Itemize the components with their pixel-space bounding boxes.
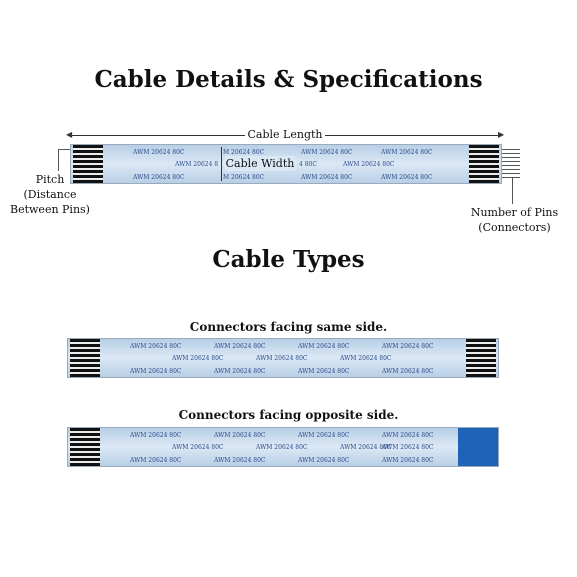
- number-of-pins-label: Number of Pins (Connectors): [462, 205, 567, 235]
- spec-cable: AWM 20624 80C M 20624 80C AWM 20624 80C …: [70, 144, 502, 184]
- length-dimension-line-left: [70, 135, 245, 136]
- cable-print: AWM 20624 80C: [382, 444, 434, 451]
- connector-left: [70, 339, 100, 377]
- cable-print: AWM 20624 80C: [214, 457, 266, 464]
- cable-print: AWM 20624 80C: [340, 444, 392, 451]
- pitch-pointer-line: [58, 149, 70, 150]
- pitch-pointer-line: [58, 149, 59, 171]
- page-title: Cable Details & Specifications: [94, 66, 483, 93]
- cable-print: AWM 20624 80C: [214, 432, 266, 439]
- cable-print: AWM 20624 8: [175, 161, 219, 168]
- cable-print: AWM 20624 80C: [382, 457, 434, 464]
- cable-print: AWM 20624 80C: [130, 368, 182, 375]
- pitch-label-line: Pitch: [35, 173, 65, 186]
- cable-print: AWM 20624 80C: [340, 355, 392, 362]
- cable-print: AWM 20624 80C: [133, 149, 185, 156]
- cable-print: AWM 20624 80C: [298, 457, 350, 464]
- length-dimension-line-right: [325, 135, 502, 136]
- cable-print: AWM 20624 80C: [130, 457, 182, 464]
- connector-left: [73, 145, 103, 183]
- cable-print: AWM 20624 80C: [214, 368, 266, 375]
- arrow-right-icon: ▶: [498, 130, 505, 139]
- cable-print: AWM 20624 80C: [172, 444, 224, 451]
- cable-print: AWM 20624 80C: [130, 432, 182, 439]
- pin-lead: [502, 173, 520, 174]
- cable-print: AWM 20624 80C: [133, 174, 185, 181]
- cable-print: M 20624 80C: [223, 174, 265, 181]
- connector-right: [469, 145, 499, 183]
- cable-print: AWM 20624 80C: [298, 368, 350, 375]
- pin-lead: [502, 153, 520, 154]
- pin-lead: [502, 157, 520, 158]
- opposite-side-cable: AWM 20624 80C AWM 20624 80C AWM 20624 80…: [67, 427, 499, 467]
- cable-print: 4 80C: [299, 161, 317, 168]
- cable-print: AWM 20624 80C: [214, 343, 266, 350]
- cable-print: AWM 20624 80C: [382, 368, 434, 375]
- pin-lead: [502, 177, 520, 178]
- pins-label-line: (Connectors): [478, 221, 551, 234]
- pin-lead: [502, 161, 520, 162]
- cable-print: AWM 20624 80C: [301, 149, 353, 156]
- pins-pointer-line: [512, 178, 513, 204]
- pitch-label-line: (Distance: [23, 188, 77, 201]
- cable-print: AWM 20624 80C: [382, 432, 434, 439]
- cable-print: AWM 20624 80C: [130, 343, 182, 350]
- cable-print: AWM 20624 80C: [382, 343, 434, 350]
- cable-print: AWM 20624 80C: [381, 174, 433, 181]
- cable-print: M 20624 80C: [223, 149, 265, 156]
- cable-width-label: Cable Width: [225, 156, 295, 171]
- pin-lead: [502, 165, 520, 166]
- pin-lead: [502, 149, 520, 150]
- opposite-side-caption: Connectors facing opposite side.: [178, 408, 399, 422]
- stiffener-right: [458, 428, 498, 466]
- cable-print: AWM 20624 80C: [298, 432, 350, 439]
- cable-print: AWM 20624 80C: [381, 149, 433, 156]
- same-side-cable: AWM 20624 80C AWM 20624 80C AWM 20624 80…: [67, 338, 499, 378]
- cable-types-heading: Cable Types: [212, 246, 365, 273]
- pitch-label-line: Between Pins): [10, 203, 90, 216]
- cable-length-label: Cable Length: [247, 128, 323, 141]
- cable-print: AWM 20624 80C: [172, 355, 224, 362]
- same-side-caption: Connectors facing same side.: [189, 320, 388, 334]
- pitch-label: Pitch (Distance Between Pins): [0, 172, 100, 217]
- pin-lead: [502, 169, 520, 170]
- arrow-left-icon: ◀: [66, 130, 73, 139]
- connector-right: [466, 339, 496, 377]
- cable-print: AWM 20624 80C: [256, 355, 308, 362]
- cable-print: AWM 20624 80C: [343, 161, 395, 168]
- pins-label-line: Number of Pins: [470, 206, 559, 219]
- cable-print: AWM 20624 80C: [256, 444, 308, 451]
- connector-left: [70, 428, 100, 466]
- width-dimension-line: [221, 147, 222, 181]
- cable-print: AWM 20624 80C: [301, 174, 353, 181]
- cable-print: AWM 20624 80C: [298, 343, 350, 350]
